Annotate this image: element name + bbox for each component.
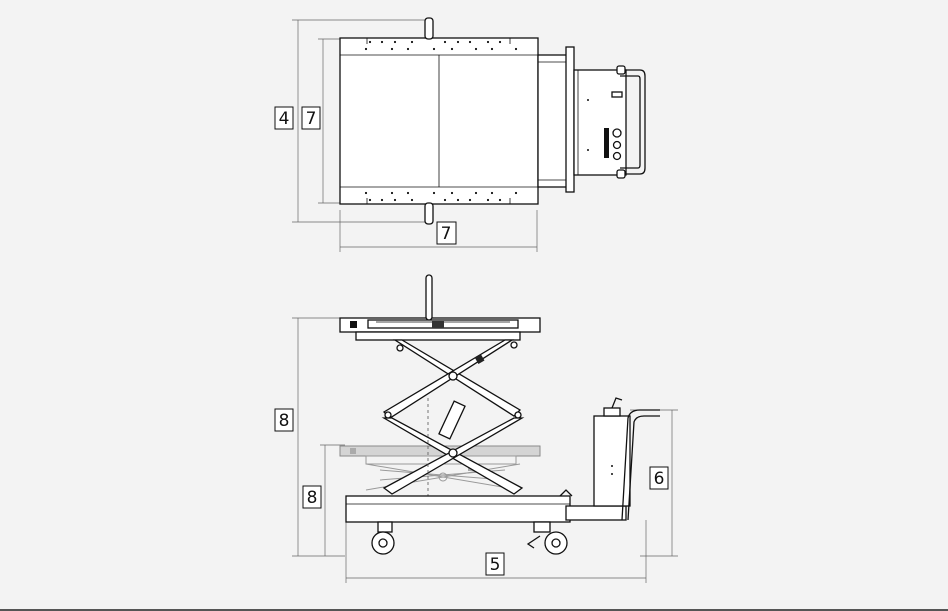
- key-icon: [611, 397, 623, 409]
- scissor-mechanism: [381, 339, 525, 495]
- push-handle-side: [621, 409, 660, 521]
- callout-top-view-length: 7: [436, 221, 457, 245]
- callout-overall-length: 5: [485, 552, 505, 576]
- button-down-icon: [612, 151, 622, 161]
- brake-pedal-icon: [526, 535, 541, 549]
- chassis-end-plate: [565, 46, 575, 193]
- callout-label: 6: [654, 469, 665, 489]
- chassis-top: [537, 54, 569, 188]
- grip-tab-side: [425, 274, 433, 321]
- caster-wheel-front: [526, 521, 568, 555]
- base-extension: [565, 505, 627, 521]
- rivets-top: [364, 40, 518, 51]
- callout-label: 8: [307, 488, 318, 508]
- callout-label: 7: [306, 109, 317, 129]
- indicator-icon: [611, 91, 623, 98]
- platform-frame: [355, 331, 521, 341]
- side-view: 8 8 6 5: [274, 274, 678, 583]
- grip-tab-bottom: [424, 202, 434, 225]
- grip-tab-top: [424, 17, 434, 40]
- callout-top-view-inner-width: 7: [301, 106, 321, 130]
- callout-handle-height: 6: [649, 466, 669, 490]
- control-box-side: [593, 415, 631, 507]
- button-up-icon: [612, 140, 622, 150]
- callout-label: 8: [279, 411, 290, 431]
- display-strip-icon: [604, 128, 609, 158]
- base-frame: [345, 495, 571, 523]
- callout-label: 7: [441, 224, 452, 244]
- push-handle-top: [620, 69, 646, 175]
- top-view: 4 7 7: [274, 17, 646, 252]
- callout-label: 5: [490, 555, 501, 575]
- callout-raised-height: 8: [274, 408, 294, 432]
- caster-wheel-rear: [371, 521, 395, 555]
- key-switch-icon: [612, 128, 622, 138]
- hydraulic-cylinder: [438, 400, 466, 440]
- callout-top-view-width: 4: [274, 106, 294, 130]
- callout-label: 4: [279, 109, 290, 129]
- callout-lowered-height: 8: [302, 485, 322, 509]
- rivets-bottom: [364, 191, 518, 202]
